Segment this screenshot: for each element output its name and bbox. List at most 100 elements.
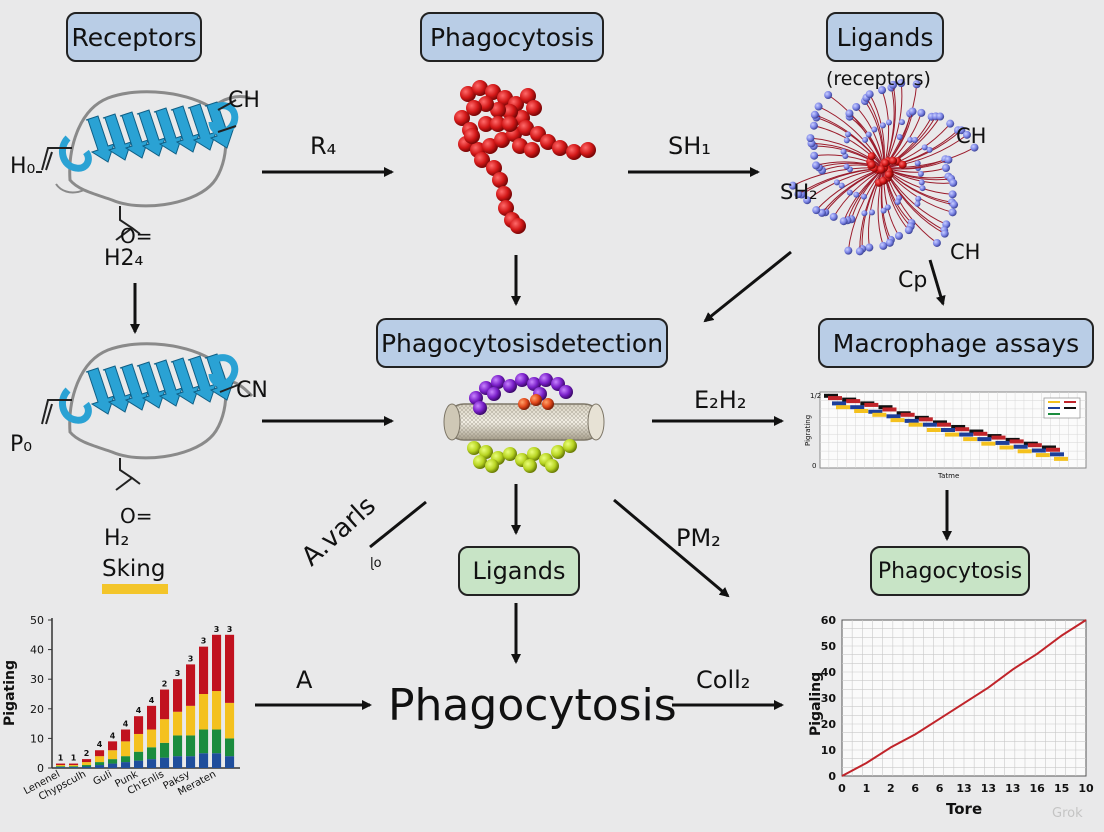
ligand-end-bead	[894, 231, 903, 240]
beta-strand	[204, 353, 234, 401]
bar-segment	[69, 763, 79, 766]
arrow-ligands-to-macrophage	[928, 259, 946, 306]
line-x-tick-label: 13	[981, 782, 996, 795]
polymer-bead	[454, 110, 470, 126]
ligand-mid-bead	[861, 210, 868, 217]
bar-segment	[108, 759, 118, 764]
polymer-bead	[482, 138, 498, 154]
ligand-chain	[883, 123, 951, 169]
protein2-po: P₀	[10, 432, 33, 457]
bar-y-tick-label: 40	[30, 644, 44, 657]
ligand-end-bead	[942, 164, 950, 172]
ligand-mid-bead	[845, 131, 852, 138]
ligand-mid-bead	[838, 182, 845, 189]
purple-bead	[559, 385, 573, 399]
protein1-ch: CH	[228, 88, 260, 113]
assay-dash	[959, 432, 974, 437]
bar-segment	[56, 763, 66, 766]
bar-segment	[199, 753, 209, 768]
ligand-end-bead	[845, 109, 854, 118]
bar-segment	[225, 756, 235, 768]
core-bead	[898, 160, 907, 169]
bar-segment	[160, 719, 170, 743]
bar-segment	[134, 733, 144, 752]
ligand-end-bead	[794, 190, 803, 199]
macrophage-assay-chart	[819, 391, 1087, 469]
arrows	[130, 167, 952, 710]
assay-dash	[945, 432, 959, 437]
beta-strand	[204, 101, 234, 149]
ligand-end-bead	[855, 247, 864, 256]
ligand-end-bead	[829, 212, 838, 221]
bar-segment	[225, 738, 235, 757]
beta-strand	[187, 103, 217, 151]
receptors-box: Receptors	[66, 12, 202, 62]
ligand-mid-bead	[853, 191, 860, 198]
bar-segment	[186, 735, 196, 757]
ligand-end-bead	[889, 80, 898, 89]
ligand-mid-bead	[907, 136, 914, 143]
bar-segment	[212, 753, 222, 768]
ligand-chain	[821, 167, 885, 214]
assay-dash	[926, 428, 941, 432]
line-x-tick-label: 16	[1030, 782, 1046, 795]
line-y-tick-label: 60	[821, 614, 837, 627]
assay-dash	[882, 407, 897, 412]
bar-segment	[95, 750, 105, 757]
ligand-chain	[883, 129, 962, 169]
polymer-bead	[492, 172, 508, 188]
core-bead	[881, 159, 890, 168]
purple-bead	[503, 379, 517, 393]
line-x-tick-label: 15	[1054, 782, 1069, 795]
ligand-end-bead	[885, 238, 894, 247]
bar-segment	[186, 756, 196, 768]
assay-dash	[922, 422, 937, 427]
bar-top-label: 4	[123, 720, 129, 729]
polymer-bead	[496, 186, 512, 202]
assay-dash	[933, 420, 947, 425]
mini-chart-zero-tick: 0	[812, 462, 817, 470]
green-bead	[473, 455, 487, 469]
arrow-avarls-line	[369, 500, 427, 549]
ligand-end-bead	[950, 200, 959, 209]
assay-dash	[1027, 443, 1042, 448]
assay-dash	[1013, 444, 1028, 449]
bar-segment	[225, 634, 235, 703]
nanotube-complex	[443, 373, 605, 473]
ligand-mid-bead	[918, 179, 925, 186]
polymer-bead	[510, 218, 526, 234]
center-title: Phagocytosis	[388, 680, 677, 731]
purple-bead	[473, 401, 487, 415]
bar-top-label: 3	[188, 654, 194, 663]
ligand-end-bead	[844, 246, 853, 255]
ligand-mid-bead	[917, 170, 924, 177]
bar-segment	[82, 765, 92, 767]
ligand-mid-bead	[919, 185, 926, 192]
line-x-tick-label: 10	[1078, 782, 1094, 795]
assay-dash	[846, 399, 861, 404]
ligand-end-bead	[788, 181, 797, 190]
bar-segment	[95, 762, 105, 766]
purple-bead	[515, 373, 529, 387]
assay-dash	[963, 437, 978, 442]
protein-ribbon-2	[58, 342, 254, 460]
chem-bonds	[36, 99, 239, 491]
assay-dash	[850, 405, 865, 410]
ligand-mid-bead	[843, 163, 850, 170]
ligand-chain	[814, 114, 885, 169]
bar-segment	[186, 705, 196, 736]
core-bead	[877, 165, 886, 174]
ligand-mid-bead	[898, 119, 905, 126]
assay-dash	[995, 440, 1010, 445]
polymer-bead	[464, 128, 480, 144]
assay-dash	[890, 418, 905, 423]
bar-top-label: 4	[97, 740, 103, 749]
bar-segment	[173, 711, 183, 736]
ligand-chain	[814, 154, 885, 169]
mini-chart-xlabel: Tatme	[938, 472, 960, 480]
assay-dash	[878, 405, 893, 410]
label-pm2: PM₂	[676, 524, 721, 552]
ligand-mid-bead	[914, 200, 921, 207]
polymer-bead	[518, 120, 534, 136]
bar-segment	[82, 762, 92, 766]
